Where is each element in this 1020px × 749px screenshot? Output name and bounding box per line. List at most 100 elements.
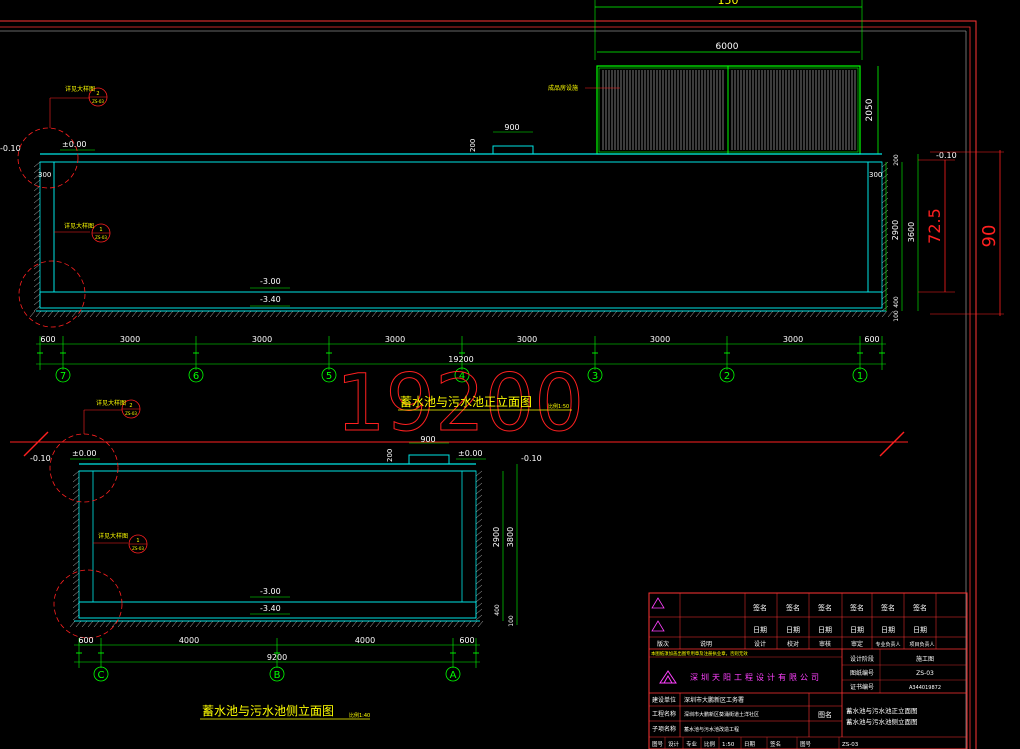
front-wall-dim-right: 300	[869, 171, 882, 179]
front-scale: 比例1:50	[548, 403, 569, 410]
front-right-dim-4: 200	[893, 154, 900, 166]
front-big-dim-0: 72.5	[925, 208, 944, 244]
side-span-2: 4000	[355, 636, 375, 645]
tb-role-1: 校对	[787, 640, 799, 648]
side-callout-top-text: 详见大样图	[96, 399, 126, 407]
front-axis-4: 4	[454, 367, 470, 383]
front-right-dim-2: 100	[893, 310, 900, 322]
tb-bottom-cell: 日期	[744, 741, 756, 748]
front-span-1: 3000	[120, 335, 140, 344]
side-callout-top-num: 2	[129, 403, 132, 409]
front-right-dim-3: 400	[893, 296, 900, 308]
tb-bottom-cell: 图号	[652, 740, 664, 748]
svg-text:5: 5	[326, 371, 332, 382]
front-title: 蓄水池与污水池正立面图	[400, 394, 532, 409]
side-overall: 9200	[267, 653, 287, 662]
side-right-dim-0: 2900	[492, 527, 501, 547]
front-overall-big: 19200	[336, 359, 584, 449]
front-callout-top-text: 详见大样图	[65, 85, 95, 93]
title-block: 签名 签名 签名 签名 签名 签名 日期 日期 日期 日期 日期 日期 版次 说…	[648, 592, 968, 749]
tb-bottom-cell: 签名	[770, 740, 781, 748]
tb-date-0: 日期	[753, 626, 767, 634]
front-callout-top-sheet: ZS-03	[92, 99, 104, 104]
tb-seal-note: 本图纸须加盖出图专用章及注册执业章，否则无效	[651, 650, 748, 657]
front-axis-6: 6	[188, 367, 204, 383]
tb-rev-col-1: 说明	[700, 640, 712, 648]
tb-signer-0: 签名	[753, 603, 767, 612]
tb-date-5: 日期	[913, 626, 927, 634]
tb-bottom-cell: 设计	[668, 740, 680, 748]
tb-date-2: 日期	[818, 626, 832, 634]
tb-stage-value: 施工图	[916, 655, 934, 663]
front-level-top: ±0.00	[62, 140, 87, 149]
front-axis-1: 1	[852, 367, 868, 383]
tb-bottom-cell: 图号	[800, 740, 812, 748]
front-right-dim-1: 3600	[907, 222, 916, 242]
front-big-dim-1: 90	[979, 225, 1000, 248]
tb-signer-5: 签名	[913, 603, 927, 612]
tb-role-5: 项目负责人	[909, 641, 934, 648]
side-slab-dim: 200	[386, 449, 394, 462]
svg-text:3: 3	[592, 371, 598, 382]
front-right-dim-0: 2900	[891, 220, 900, 240]
side-level-out-right: -0.10	[521, 454, 542, 463]
front-level-bot1: -3.00	[260, 277, 281, 286]
side-level-top2: ±0.00	[458, 449, 483, 458]
front-span-6: 3000	[783, 335, 803, 344]
front-elevation: 900 200 ±0.00 -0.10 -0.10 -3.00 -3.40 30…	[0, 85, 1004, 450]
tb-drawing-no: ZS-03	[916, 670, 934, 677]
tb-bottom-cell: ZS-03	[842, 742, 859, 748]
side-right-dim-3: 100	[508, 615, 515, 627]
tb-signer-1: 签名	[786, 603, 800, 612]
side-level-bot1: -3.00	[260, 587, 281, 596]
side-elevation: 900 200 ±0.00 ±0.00 -0.10 -0.10 -3.00 -3…	[30, 399, 542, 720]
tb-company: 深圳天阳工程设计有限公司	[690, 672, 822, 682]
front-callout-mid-num: 1	[99, 227, 102, 233]
tb-date-1: 日期	[786, 626, 800, 634]
equipment-louvres	[602, 70, 856, 150]
equipment-width-dim: 6000	[716, 42, 739, 52]
tb-date-3: 日期	[850, 626, 864, 634]
side-level-bot2: -3.40	[260, 604, 281, 613]
tb-drawing-no-label: 图纸编号	[850, 669, 874, 677]
tb-cert-value: A344019872	[909, 685, 941, 691]
front-callout-mid-text: 详见大样图	[64, 222, 94, 230]
svg-text:7: 7	[60, 371, 66, 382]
side-right-dim-2: 400	[494, 604, 501, 616]
front-callout-mid-sheet: ZS-03	[95, 235, 107, 240]
front-overall: 19200	[448, 355, 473, 364]
company-logo-icon	[659, 670, 677, 684]
tb-rev-col-0: 版次	[657, 640, 669, 648]
front-level-out-left: -0.10	[0, 144, 21, 153]
tb-role-4: 专业负责人	[875, 641, 900, 648]
tb-unit: 深圳市大鹏新区工务署	[684, 696, 744, 704]
tb-role-2: 审核	[819, 640, 831, 648]
side-level-out-left: -0.10	[30, 454, 51, 463]
svg-text:B: B	[274, 670, 281, 681]
equipment-label: 成品房设施	[548, 84, 578, 92]
side-callout-mid-sheet: ZS-03	[132, 546, 144, 551]
side-span-0: 600	[78, 636, 93, 645]
tb-bottom-cell: 专业	[686, 740, 698, 748]
front-span-0: 600	[40, 335, 55, 344]
front-callout-top-num: 2	[96, 91, 99, 97]
side-axis-b: B	[269, 666, 285, 682]
tb-title-label: 图名	[818, 710, 832, 719]
side-axis-c: C	[93, 666, 109, 682]
front-level-bot2: -3.40	[260, 295, 281, 304]
side-span-ticks	[76, 638, 479, 668]
tb-date-4: 日期	[881, 626, 895, 634]
tb-signer-2: 签名	[818, 603, 832, 612]
tb-sub-label: 子项名称	[652, 725, 676, 733]
front-level-out-right: -0.10	[936, 151, 957, 160]
front-axis-3: 3	[587, 367, 603, 383]
side-right-dim-1: 3800	[506, 527, 515, 547]
front-axis-7: 7	[55, 367, 71, 383]
tb-bottom-cell: 比例	[704, 740, 716, 748]
front-slab-dim: 200	[469, 139, 477, 152]
tb-role-0: 设计	[754, 640, 766, 648]
tb-name: 深圳市大鹏新区葵涌街道土洋社区	[684, 711, 759, 718]
side-soil-hatch	[69, 470, 484, 628]
